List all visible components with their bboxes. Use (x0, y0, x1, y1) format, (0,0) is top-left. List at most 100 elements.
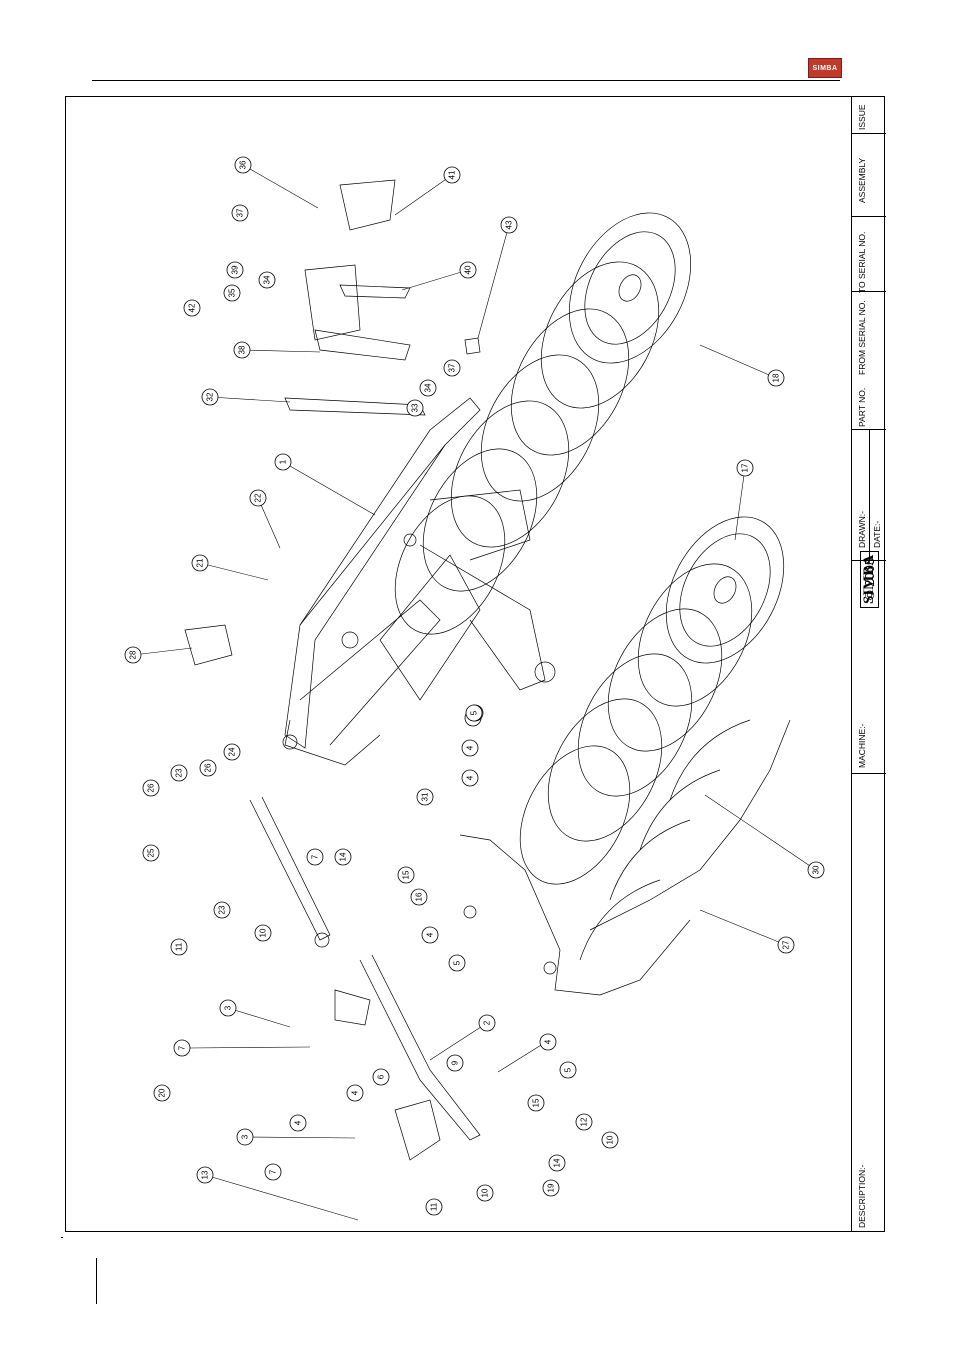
svg-text:10: 10 (259, 928, 268, 937)
callout-2: 2 (479, 1015, 495, 1031)
svg-text:2: 2 (483, 1020, 492, 1025)
svg-text:28: 28 (129, 650, 138, 659)
callout-13: 13 (197, 1167, 213, 1183)
callout-11: 11 (426, 1199, 442, 1215)
svg-text:18: 18 (772, 373, 781, 382)
svg-text:26: 26 (147, 783, 156, 792)
callout-35: 35 (224, 285, 240, 301)
svg-text:14: 14 (339, 852, 348, 861)
callout-25: 25 (143, 845, 159, 861)
callout-27: 27 (778, 937, 794, 953)
svg-text:11: 11 (175, 942, 184, 951)
svg-text:35: 35 (228, 288, 237, 297)
svg-text:34: 34 (424, 383, 433, 392)
svg-text:3: 3 (241, 1134, 250, 1139)
callout-14: 14 (549, 1155, 565, 1171)
svg-text:10: 10 (606, 1135, 615, 1144)
callout-43: 43 (501, 217, 517, 233)
svg-text:12: 12 (580, 1117, 589, 1126)
callout-4: 4 (462, 770, 478, 786)
callout-26: 26 (143, 780, 159, 796)
svg-text:32: 32 (206, 392, 215, 401)
callout-4: 4 (540, 1034, 556, 1050)
callout-14: 14 (335, 849, 351, 865)
svg-text:19: 19 (547, 1183, 556, 1192)
callout-4: 4 (290, 1115, 306, 1131)
front-disc-gang (498, 497, 808, 903)
callout-5: 5 (560, 1062, 576, 1078)
svg-text:13: 13 (201, 1170, 210, 1179)
callout-41: 41 (444, 167, 460, 183)
callout-20: 20 (154, 1085, 170, 1101)
svg-text:11: 11 (430, 1202, 439, 1211)
callout-39: 39 (227, 262, 243, 278)
callout-21: 21 (192, 555, 208, 571)
callout-37: 37 (232, 205, 248, 221)
svg-text:14: 14 (553, 1158, 562, 1167)
svg-text:24: 24 (228, 747, 237, 756)
svg-text:16: 16 (415, 892, 424, 901)
svg-text:20: 20 (158, 1088, 167, 1097)
drawbar (185, 625, 480, 1160)
svg-text:38: 38 (238, 345, 247, 354)
callout-26: 26 (200, 760, 216, 776)
svg-text:15: 15 (402, 870, 411, 879)
callout-34: 34 (259, 272, 275, 288)
svg-text:4: 4 (466, 745, 475, 750)
callout-33: 33 (407, 400, 423, 416)
svg-text:17: 17 (741, 463, 750, 472)
svg-text:5: 5 (470, 710, 479, 715)
svg-text:36: 36 (239, 160, 248, 169)
svg-text:34: 34 (263, 275, 272, 284)
callout-22: 22 (250, 490, 266, 506)
callout-4: 4 (422, 927, 438, 943)
svg-text:40: 40 (464, 265, 473, 274)
callout-31: 31 (417, 789, 433, 805)
svg-text:37: 37 (448, 363, 457, 372)
svg-text:4: 4 (294, 1120, 303, 1125)
callout-5: 5 (449, 955, 465, 971)
svg-text:41: 41 (448, 170, 457, 179)
callout-40: 40 (460, 262, 476, 278)
callout-32: 32 (202, 389, 218, 405)
callout-38: 38 (234, 342, 250, 358)
svg-text:23: 23 (218, 905, 227, 914)
callout-6: 6 (373, 1069, 389, 1085)
svg-text:1: 1 (279, 459, 288, 464)
svg-text:21: 21 (196, 558, 205, 567)
callout-5: 5 (466, 705, 482, 721)
svg-text:15: 15 (532, 1098, 541, 1107)
rear-disc-gang (373, 192, 715, 653)
callout-4: 4 (462, 740, 478, 756)
callout-28: 28 (125, 647, 141, 663)
svg-text:27: 27 (782, 940, 791, 949)
svg-text:4: 4 (426, 932, 435, 937)
callout-24: 24 (224, 744, 240, 760)
svg-text:7: 7 (269, 1169, 278, 1174)
callout-7: 7 (307, 849, 323, 865)
callout-15: 15 (398, 867, 414, 883)
svg-text:6: 6 (377, 1074, 386, 1079)
svg-text:4: 4 (466, 775, 475, 780)
callout-10: 10 (255, 925, 271, 941)
svg-text:43: 43 (505, 220, 514, 229)
svg-text:30: 30 (812, 865, 821, 874)
callout-3: 3 (237, 1129, 253, 1145)
callout-19: 19 (543, 1180, 559, 1196)
svg-text:26: 26 (204, 763, 213, 772)
callout-15: 15 (528, 1095, 544, 1111)
svg-text:39: 39 (231, 265, 240, 274)
callout-7: 7 (174, 1040, 190, 1056)
callout-7: 7 (265, 1164, 281, 1180)
svg-text:7: 7 (178, 1045, 187, 1050)
svg-text:37: 37 (236, 208, 245, 217)
svg-text:31: 31 (421, 792, 430, 801)
callout-37: 37 (444, 360, 460, 376)
callout-17: 17 (737, 460, 753, 476)
callout-36: 36 (235, 157, 251, 173)
svg-text:23: 23 (175, 768, 184, 777)
svg-text:5: 5 (564, 1067, 573, 1072)
svg-text:5: 5 (453, 960, 462, 965)
callout-23: 23 (214, 902, 230, 918)
